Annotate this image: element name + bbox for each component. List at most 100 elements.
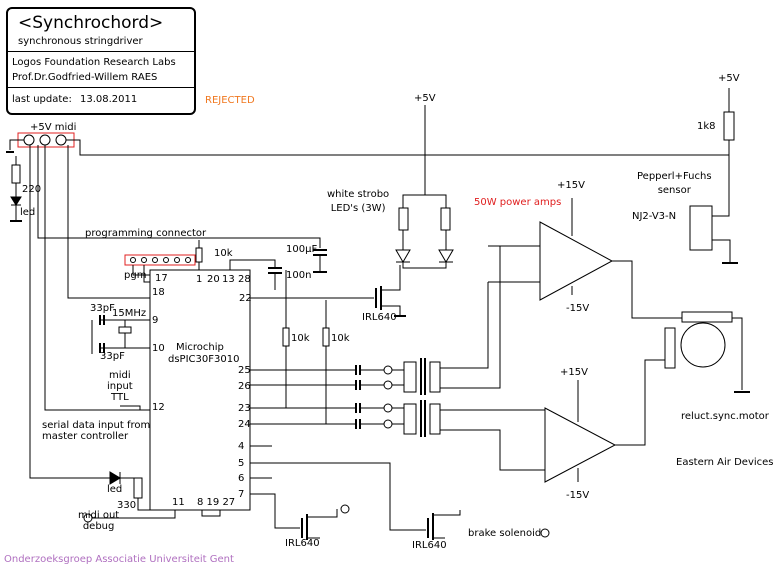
resistor-10k-top <box>195 247 203 263</box>
title-block: <Synchrochord> synchronous stringdriver … <box>6 7 196 115</box>
pin17-label: 17 <box>155 273 168 284</box>
plus15v-top: +15V <box>557 180 585 191</box>
pin26-label: 26 <box>238 381 251 392</box>
midi-out-label: midi out debug <box>78 510 120 532</box>
strobo-label: white strobo LED's (3W) <box>327 189 390 214</box>
pin20-label: 20 <box>207 274 220 285</box>
organization: Logos Foundation Research Labs <box>12 57 176 68</box>
pin9-label: 9 <box>152 315 159 326</box>
sensor-model: NJ2-V3-N <box>632 211 677 222</box>
wire <box>143 265 150 283</box>
transformer-top-primary <box>403 361 417 393</box>
minus15v-top: -15V <box>566 303 590 314</box>
led-top-symbol <box>10 196 22 206</box>
strobo-resistor-2 <box>440 207 451 231</box>
resistor-1k8 <box>723 111 735 141</box>
led-top-label: led <box>20 207 36 218</box>
transformer-bottom-primary <box>403 403 417 435</box>
pin5-label: 5 <box>238 458 245 469</box>
pin24-label: 24 <box>238 419 251 430</box>
pin11-label: 11 <box>172 497 185 508</box>
midi-pin-3 <box>55 134 67 146</box>
pin22-label: 22 <box>239 293 252 304</box>
chip-brand: Microchip <box>176 342 224 353</box>
minus15v-bottom: -15V <box>566 490 590 501</box>
pin18-label: 18 <box>152 287 165 298</box>
resistor-10k-b <box>322 327 330 347</box>
project-subtitle: synchronous stringdriver <box>18 36 143 47</box>
crystal-15mhz <box>118 326 132 334</box>
wire <box>132 265 150 276</box>
irl640-a-label: IRL640 <box>362 312 397 323</box>
led-bottom-symbol <box>109 471 121 485</box>
r10k-top-label: 10k <box>214 248 233 259</box>
led-bottom-label: led <box>107 484 123 495</box>
midi-pin-2 <box>39 134 51 146</box>
resistor-330 <box>133 477 143 499</box>
strobo-resistor-1 <box>398 207 409 231</box>
author: Prof.Dr.Godfried-Willem RAES <box>12 72 158 83</box>
irl640-b-label: IRL640 <box>285 538 320 549</box>
power-amp-top <box>539 221 614 301</box>
pin28-label: 28 <box>238 274 251 285</box>
cap33-top-label: 33pF <box>90 303 115 314</box>
footer-text: Onderzoeksgroep Associatie Universiteit … <box>4 554 234 565</box>
title-divider <box>8 87 194 88</box>
c100n-label: 100n <box>286 270 312 281</box>
pin23-label: 23 <box>238 403 251 414</box>
wire <box>67 145 150 299</box>
pin25-label: 25 <box>238 365 251 376</box>
chip-body <box>149 269 251 511</box>
wire <box>29 145 100 479</box>
motor-coil-left <box>664 327 676 369</box>
motor-coil-top <box>681 311 733 323</box>
motor-rotor <box>680 322 726 368</box>
power-amps-label: 50W power amps <box>474 197 562 208</box>
sensor-label: Pepperl+Fuchs sensor <box>637 171 712 196</box>
chip-model: dsPIC30F3010 <box>168 354 240 365</box>
pin6-label: 6 <box>238 473 245 484</box>
pgm-label: pgm <box>124 270 147 281</box>
r10k-b-label: 10k <box>331 333 350 344</box>
sensor-body <box>689 205 713 251</box>
r330-label: 330 <box>117 500 137 511</box>
transformer-bottom-secondary <box>429 403 441 435</box>
programming-connector-box <box>124 254 196 266</box>
wire <box>37 145 196 239</box>
update-label: last update: <box>12 94 72 105</box>
pin12-label: 12 <box>152 402 165 413</box>
transformer-top-secondary <box>429 361 441 393</box>
plus5v-center: +5V <box>414 93 436 104</box>
power-amp-bottom <box>544 407 617 483</box>
title-divider <box>8 51 194 52</box>
crystal-label: 15MHz <box>112 308 147 319</box>
cap33-bottom-label: 33pF <box>100 351 125 362</box>
midi-pin-1 <box>23 134 35 146</box>
pin4-label: 4 <box>238 441 245 452</box>
brake-solenoid-label: brake solenoid <box>468 528 542 539</box>
project-title: <Synchrochord> <box>18 13 164 33</box>
resistor-10k-a <box>282 327 290 347</box>
pins-gnd-label: 8 19 27 <box>197 497 236 508</box>
r1k8-label: 1k8 <box>697 121 716 132</box>
irl640-c-label: IRL640 <box>412 540 447 551</box>
wire <box>9 139 24 150</box>
midi-input-label: midi input TTL <box>107 370 133 403</box>
strobo-led-1 <box>395 249 411 263</box>
update-date: 13.08.2011 <box>80 94 138 105</box>
r10k-a-label: 10k <box>291 333 310 344</box>
wire <box>66 139 729 156</box>
r220-label: 220 <box>22 184 42 195</box>
pin7-label: 7 <box>238 489 245 500</box>
c100uf-label: 100µF <box>286 244 318 255</box>
pin1-label: 1 <box>196 274 203 285</box>
eastern-air-label: Eastern Air Devices <box>676 457 774 468</box>
midi-connector-label: +5V midi <box>30 122 77 133</box>
programming-connector-label: programming connector <box>85 228 207 239</box>
status-rejected: REJECTED <box>205 95 255 106</box>
pin13-label: 13 <box>222 274 235 285</box>
plus15v-bottom: +15V <box>560 367 588 378</box>
strobo-led-2 <box>438 249 454 263</box>
